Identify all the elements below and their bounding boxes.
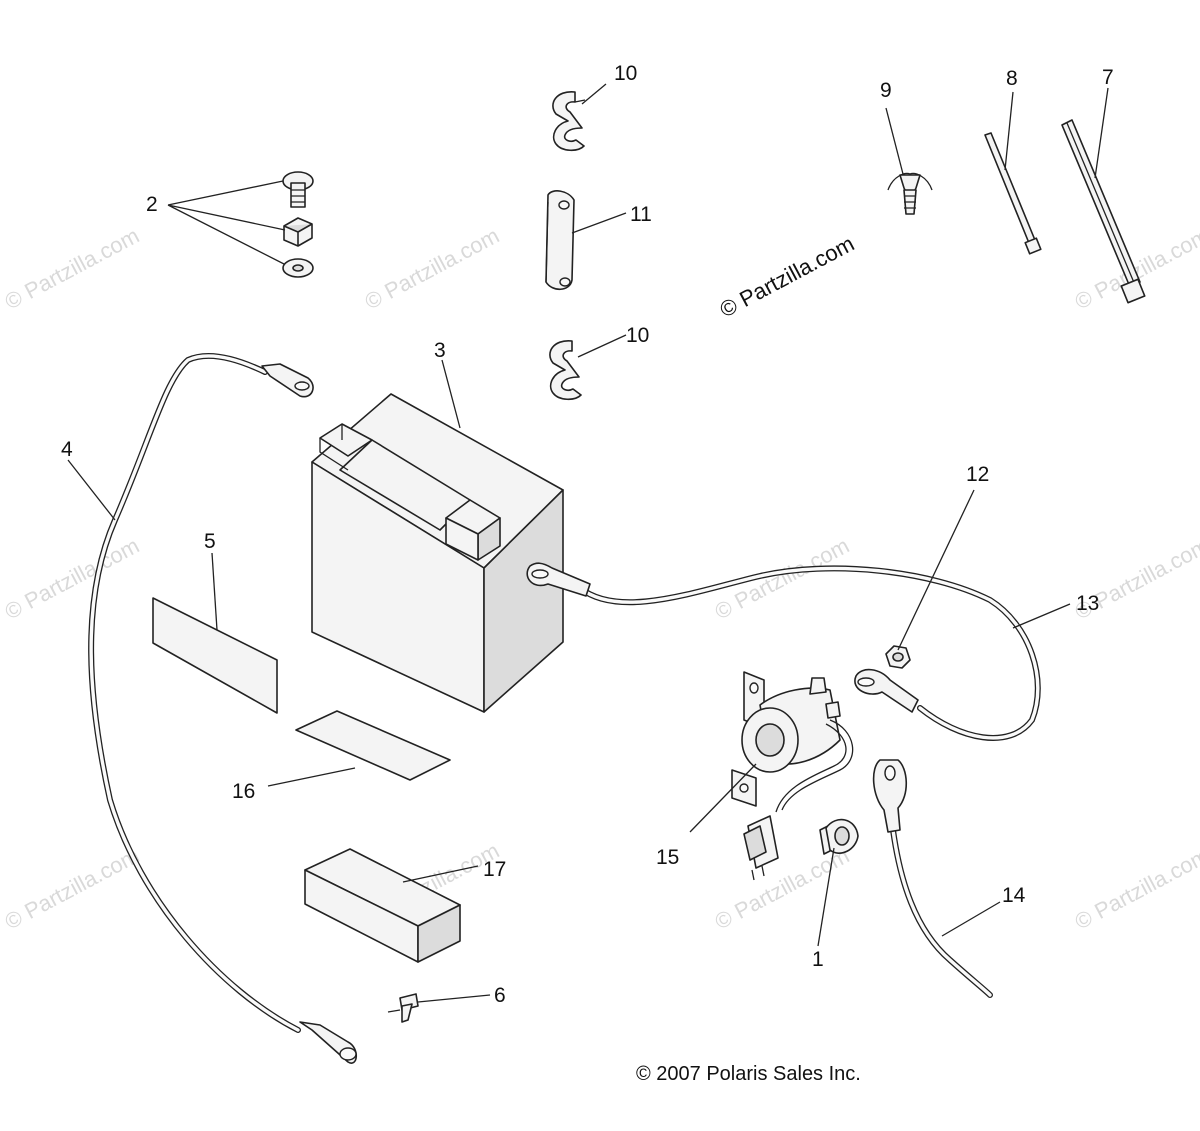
- watermark: © Partzilla.com: [1, 843, 144, 935]
- part-6-screw[interactable]: [387, 993, 419, 1023]
- callout-labels: 2 10 11 10 9 8 7 3 4 5 16 17 6 12 13 15 …: [61, 62, 1114, 1007]
- part-15-solenoid[interactable]: [731, 671, 854, 881]
- ring-terminal-icon: [526, 562, 591, 597]
- watermark: © Partzilla.com: [1, 533, 144, 625]
- part-1-bolt[interactable]: [819, 818, 859, 855]
- callout-10-upper: 10: [614, 62, 637, 85]
- part-9-push-clip[interactable]: [887, 172, 933, 215]
- part-11-link-strap[interactable]: [545, 190, 575, 291]
- callout-8: 8: [1006, 67, 1018, 90]
- callout-1: 1: [812, 948, 824, 971]
- callout-6: 6: [494, 984, 506, 1007]
- callout-5: 5: [204, 530, 216, 553]
- callout-13: 13: [1076, 592, 1099, 615]
- partzilla-brand-text: © Partzilla.com: [716, 231, 859, 323]
- watermark: © Partzilla.com: [1, 223, 144, 315]
- callout-17: 17: [483, 858, 506, 881]
- part-5-label[interactable]: [152, 597, 278, 714]
- connector-icon: [743, 815, 779, 881]
- callout-15: 15: [656, 846, 679, 869]
- watermark: © Partzilla.com: [361, 223, 504, 315]
- part-12-nut[interactable]: [885, 645, 911, 669]
- ring-terminal-icon: [854, 668, 919, 713]
- callout-14: 14: [1002, 884, 1026, 907]
- leader-lines: [67, 83, 1109, 1003]
- watermark: © Partzilla.com: [711, 533, 854, 625]
- ring-terminal-icon: [261, 363, 314, 398]
- callout-4: 4: [61, 438, 73, 461]
- callout-2: 2: [146, 193, 158, 216]
- callout-16: 16: [232, 780, 255, 803]
- part-2-hardware[interactable]: [282, 171, 314, 278]
- watermark: © Partzilla.com: [1071, 223, 1200, 315]
- part-16-label[interactable]: [295, 710, 451, 781]
- callout-9: 9: [880, 79, 892, 102]
- nut-icon: [283, 217, 313, 247]
- part-10-clip-upper[interactable]: [552, 91, 586, 152]
- callout-10-lower: 10: [626, 324, 649, 347]
- washer-icon: [282, 258, 314, 278]
- part-3-battery[interactable]: [311, 393, 564, 713]
- part-8-cable-tie[interactable]: [984, 132, 1042, 255]
- ring-terminal-icon: [872, 759, 908, 833]
- callout-3: 3: [434, 339, 446, 362]
- callout-11: 11: [630, 203, 652, 226]
- part-17-foam-block[interactable]: [304, 848, 461, 963]
- part-14-ground-cable[interactable]: [872, 759, 993, 998]
- callout-7: 7: [1102, 66, 1114, 89]
- part-10-clip-lower[interactable]: [549, 340, 582, 401]
- part-7-cable-tie[interactable]: [1061, 119, 1146, 304]
- watermark-layer: © Partzilla.com © Partzilla.com © Partzi…: [1, 223, 1200, 935]
- watermark: © Partzilla.com: [1071, 843, 1200, 935]
- part-4-negative-cable[interactable]: [88, 352, 358, 1064]
- ring-terminal-icon: [299, 1021, 358, 1064]
- copyright-notice: © 2007 Polaris Sales Inc.: [636, 1063, 861, 1085]
- callout-12: 12: [966, 463, 989, 486]
- bolt-icon: [282, 171, 314, 208]
- watermark: © Partzilla.com: [711, 843, 854, 935]
- part-13-positive-cable[interactable]: [526, 562, 1041, 741]
